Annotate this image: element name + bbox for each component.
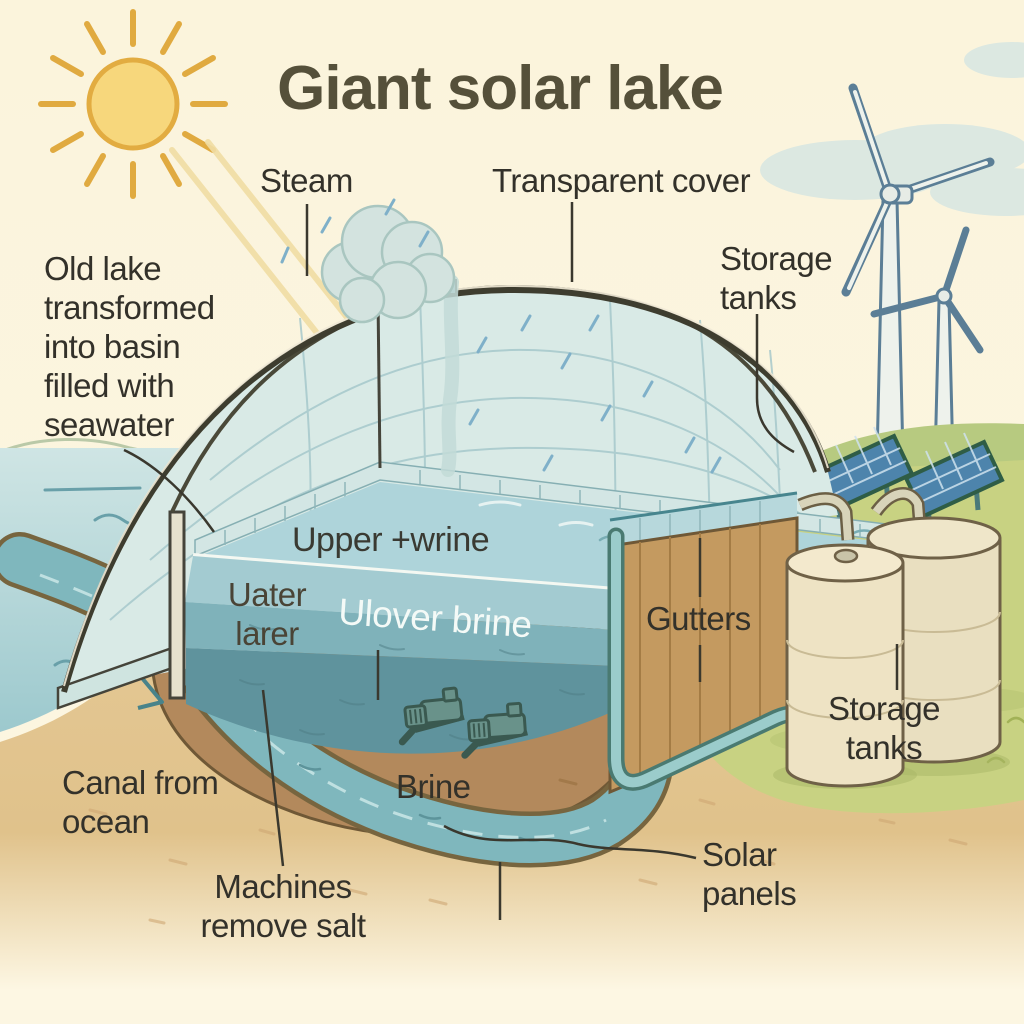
steam-cloud-icon [320, 204, 460, 477]
salt-machine-icon [398, 686, 465, 746]
label-machines-remove-salt: Machines remove salt [200, 868, 366, 944]
page-title: Giant solar lake [277, 54, 724, 123]
glass-band [609, 491, 798, 546]
label-solar-panels: Solar panels [702, 836, 797, 912]
label-gutters: Gutters [646, 600, 751, 637]
solar-panel-icon [903, 432, 1005, 531]
label-steam: Steam [260, 162, 353, 199]
label-storage-tanks-bottom: Storage tanks [827, 690, 941, 766]
basin-cutaway [185, 556, 640, 754]
storage-tank-icon [773, 487, 1010, 789]
sun-icon [38, 9, 228, 199]
salt-machine-icon [461, 701, 528, 759]
condensation-dashes [280, 198, 722, 474]
wind-turbine-icon [841, 83, 995, 460]
dome-frame [56, 284, 831, 710]
label-water-layer: Uater larer [227, 576, 307, 652]
label-transparent-cover: Transparent cover [492, 162, 751, 199]
label-storage-tanks-top: Storage tanks [720, 240, 833, 316]
label-old-lake: Old lake transformed into basin filled w… [44, 250, 215, 443]
label-upper-brine: Upper +wrine [292, 521, 490, 559]
label-canal-from-ocean: Canal from ocean [62, 764, 219, 840]
label-brine: Brine [396, 768, 471, 805]
leader-lines [123, 202, 899, 920]
